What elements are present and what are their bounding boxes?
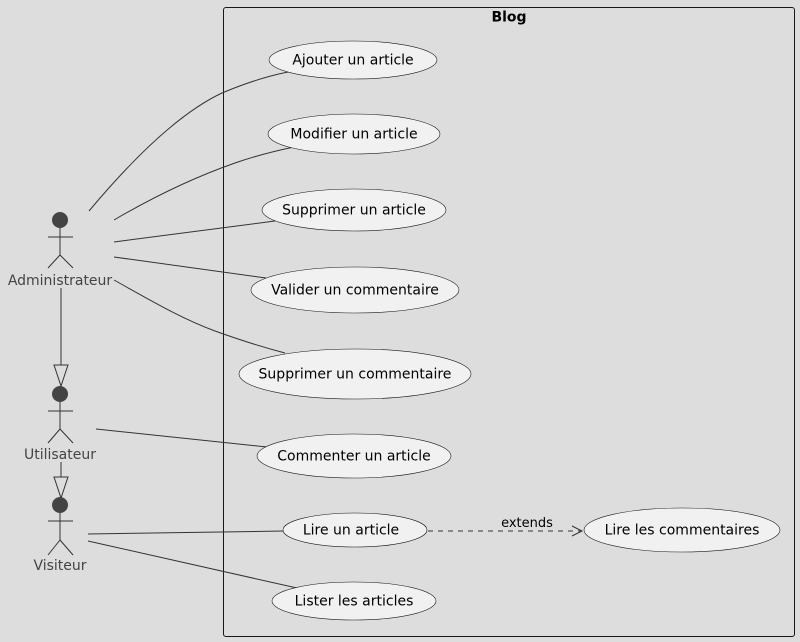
actor-label: Visiteur xyxy=(33,558,86,574)
use-case-label: Modifier un article xyxy=(290,127,417,143)
actor-label: Administrateur xyxy=(8,273,113,289)
use-case-label: Supprimer un commentaire xyxy=(259,367,452,383)
actor-head xyxy=(52,212,68,228)
use-case-label: Lire un article xyxy=(303,523,399,539)
system-boundary xyxy=(223,7,795,637)
use-case-lire-article: Lire un article xyxy=(282,512,428,548)
generalization-arrowhead-2 xyxy=(53,476,69,500)
actor-utilisateur: Utilisateur xyxy=(24,386,96,463)
actor-visiteur: Visiteur xyxy=(33,497,87,574)
use-case-label: Lire les commentaires xyxy=(605,523,760,539)
use-case-modifier-article: Modifier un article xyxy=(267,113,441,155)
use-case-label: Valider un commentaire xyxy=(271,283,439,299)
system-title: Blog xyxy=(491,10,526,26)
actor-administrateur: Administrateur xyxy=(8,212,113,289)
use-case-label: Ajouter un article xyxy=(292,53,413,69)
assoc-admin-supprimer-commentaire xyxy=(113,279,286,354)
extends-label: extends xyxy=(501,516,553,531)
use-case-lire-commentaires: Lire les commentaires xyxy=(583,507,781,553)
actor-head xyxy=(52,386,68,402)
assoc-admin-supprimer-article xyxy=(113,220,276,243)
use-case-ajouter-article: Ajouter un article xyxy=(268,40,438,80)
assoc-visitor-lister xyxy=(87,540,298,589)
use-case-label: Lister les articles xyxy=(295,594,414,610)
assoc-admin-modifier xyxy=(113,146,295,221)
assoc-admin-ajouter xyxy=(88,71,289,212)
generalization-arrowhead-1 xyxy=(53,364,69,388)
use-case-lister-articles: Lister les articles xyxy=(271,581,437,621)
actor-label: Utilisateur xyxy=(24,447,96,463)
use-case-label: Supprimer un article xyxy=(282,203,426,219)
use-case-valider-commentaire: Valider un commentaire xyxy=(250,266,460,314)
use-case-label: Commenter un article xyxy=(277,449,431,465)
extends-arrowhead xyxy=(571,525,584,537)
use-case-commenter-article: Commenter un article xyxy=(256,433,452,479)
actor-head xyxy=(52,497,68,513)
use-case-supprimer-article: Supprimer un article xyxy=(261,188,447,232)
assoc-admin-valider xyxy=(113,256,267,279)
assoc-user-commenter xyxy=(95,428,268,448)
use-case-supprimer-commentaire: Supprimer un commentaire xyxy=(238,348,472,400)
assoc-visitor-lire xyxy=(87,530,285,535)
